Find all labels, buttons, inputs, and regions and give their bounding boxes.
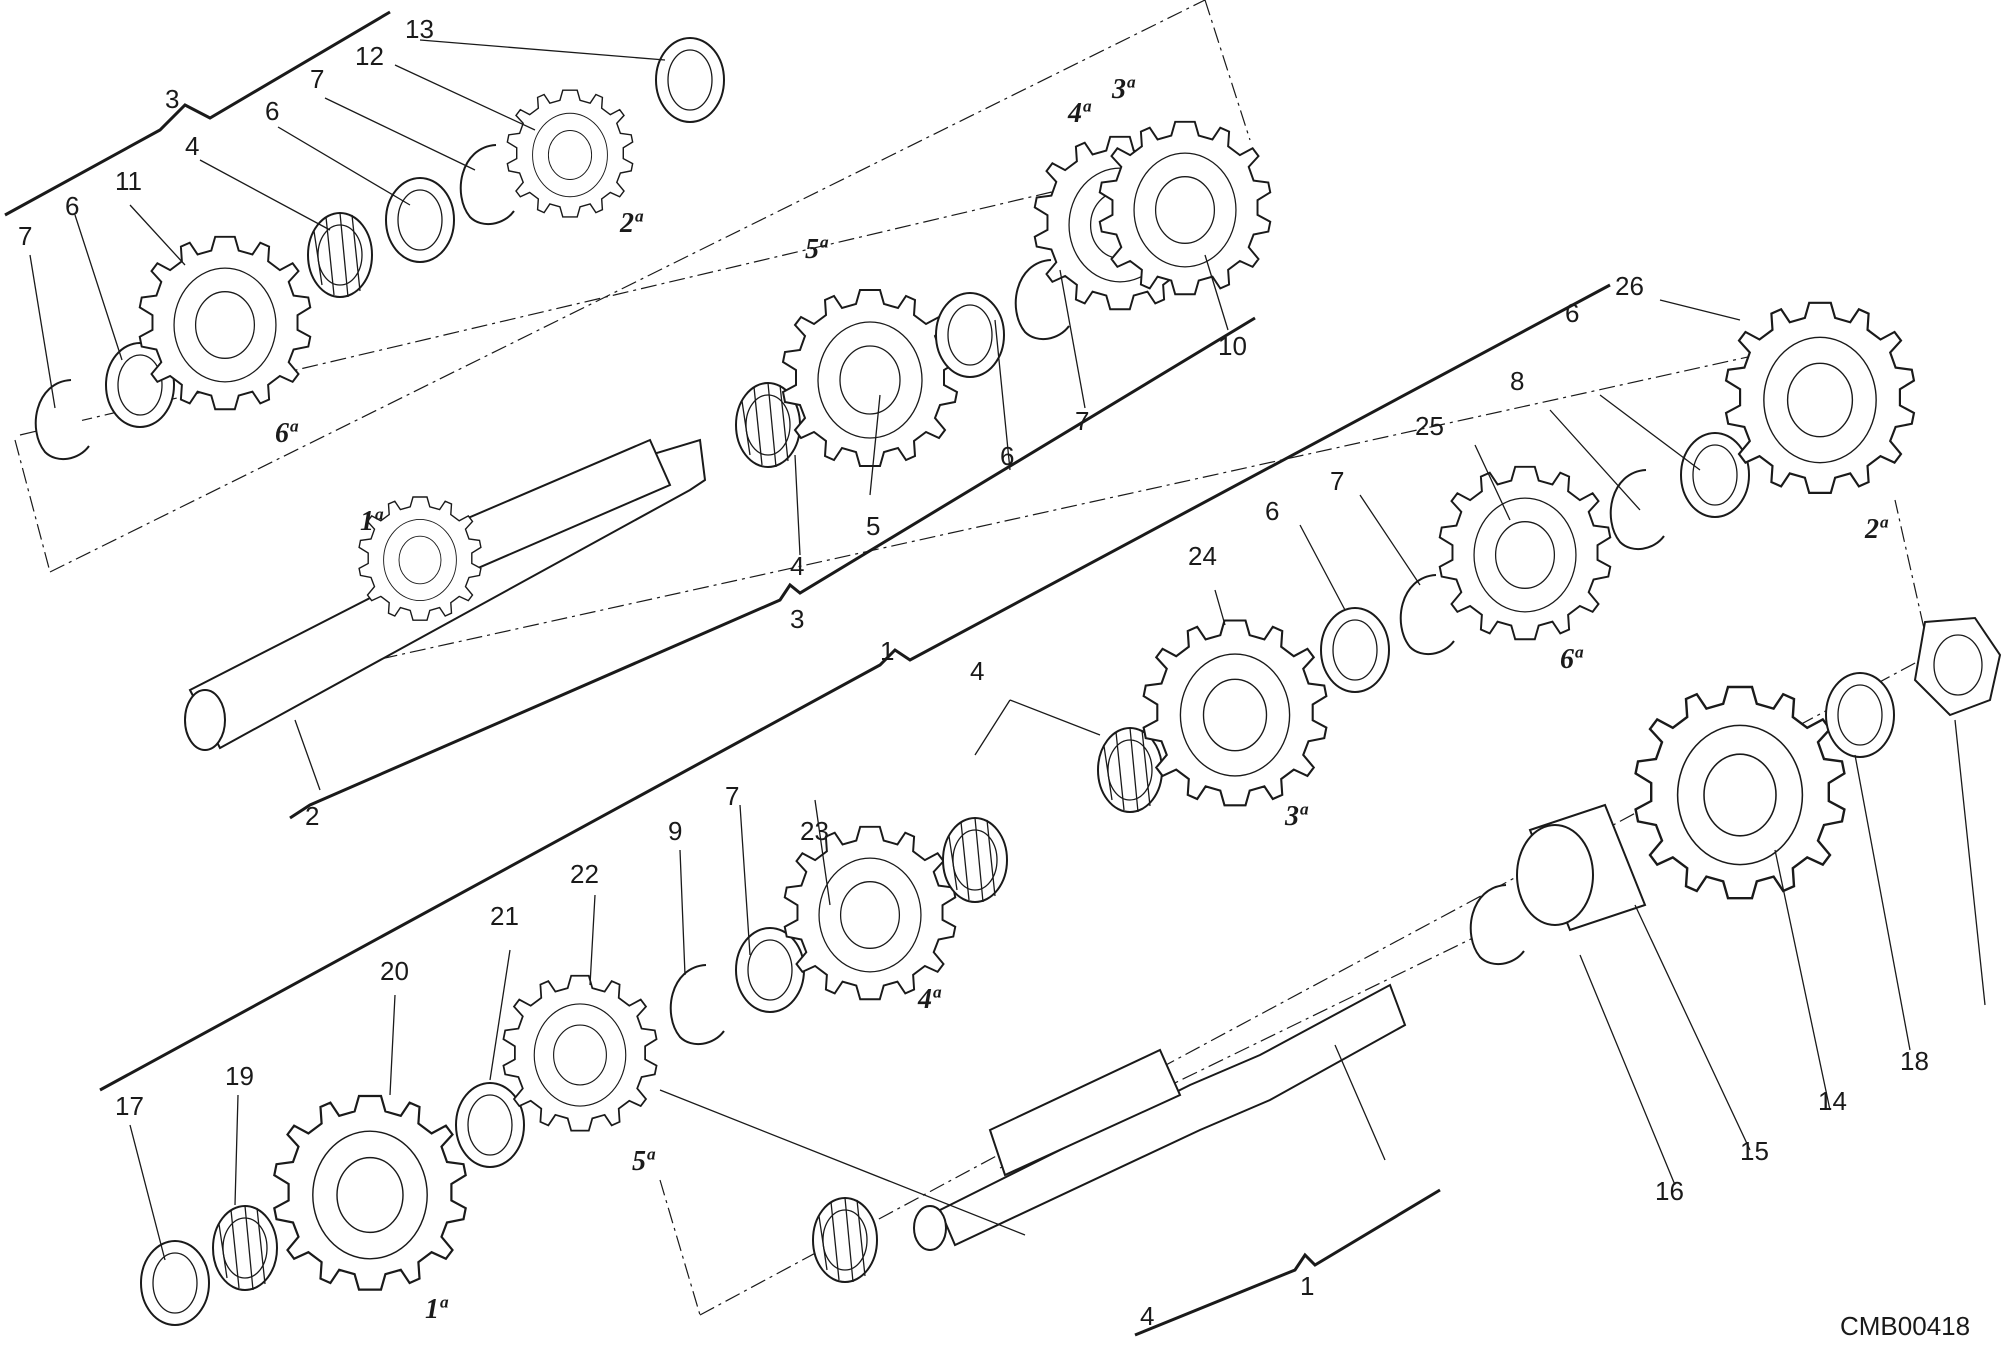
- callout-20: 22: [570, 859, 599, 889]
- callout-2: 2: [305, 801, 319, 831]
- callout-6-f: 7: [725, 781, 739, 811]
- callout-6-a: 6: [65, 191, 79, 221]
- callout-7-b: 7: [310, 64, 324, 94]
- gear-label-3-lower: 3ª: [1284, 801, 1309, 832]
- callout-19: 21: [490, 901, 519, 931]
- callout-labels: 1 1 2 3 3 4 4 4 4 5 6 6 6 6 6 7 7 7 7 7 …: [18, 14, 1929, 1331]
- callout-7-f: 9: [668, 816, 682, 846]
- gear-label-6-lower: 6ª: [1560, 644, 1584, 675]
- callout-18: 20: [380, 956, 409, 986]
- callout-24: 26: [1615, 271, 1644, 301]
- callout-4-b: 4: [790, 551, 804, 581]
- callout-17: 19: [225, 1061, 254, 1091]
- callout-16: 18: [1900, 1046, 1929, 1076]
- callout-4-c: 4: [970, 656, 984, 686]
- callout-7-c: 7: [1075, 406, 1089, 436]
- callout-1-lower: 1: [1300, 1271, 1314, 1301]
- gear-label-1-lower: 1ª: [425, 1294, 449, 1325]
- callout-12: 14: [1818, 1086, 1847, 1116]
- callout-6-d: 6: [1265, 496, 1279, 526]
- callout-3-upper: 3: [165, 84, 179, 114]
- callout-9: 11: [115, 166, 142, 196]
- callout-11: 13: [405, 14, 434, 44]
- upper-shaft-group-box: [4, 0, 1256, 820]
- callout-8: 10: [1218, 331, 1247, 361]
- callout-21: 23: [800, 816, 829, 846]
- input-shaft: [184, 438, 707, 751]
- gear-label-5-lower: 5ª: [632, 1146, 656, 1177]
- output-shaft: [913, 983, 1407, 1251]
- callout-7-e: 8: [1510, 366, 1524, 396]
- gear-labels: 1ª 2ª 3ª 4ª 5ª 6ª 1ª 2ª 3ª 4ª 5ª 6ª: [275, 74, 1889, 1325]
- hex-nut: [1913, 616, 2002, 717]
- callout-6-c: 6: [1000, 441, 1014, 471]
- callout-1-upper: 1: [880, 636, 894, 666]
- callout-3-mid: 3: [790, 604, 804, 634]
- callout-4-d: 4: [1140, 1301, 1154, 1331]
- leader-lines: [29, 39, 1986, 1261]
- callout-10: 12: [355, 41, 384, 71]
- gear-label-2-upper: 2ª: [619, 208, 644, 239]
- callout-5: 5: [866, 511, 880, 541]
- gear-label-4-lower: 4ª: [917, 984, 942, 1015]
- gear-label-5-upper: 5ª: [805, 234, 829, 265]
- callout-4-a: 4: [185, 131, 199, 161]
- gear-label-3-upper: 3ª: [1111, 74, 1136, 105]
- callout-7-d: 7: [1330, 466, 1344, 496]
- gear-label-6-upper: 6ª: [275, 418, 299, 449]
- callout-15: 17: [115, 1091, 144, 1121]
- gear-label-1-upper: 1ª: [360, 506, 384, 537]
- callout-22: 24: [1188, 541, 1217, 571]
- callout-14: 16: [1655, 1176, 1684, 1206]
- callout-6-e: 6: [1565, 298, 1579, 328]
- callout-6-b: 6: [265, 96, 279, 126]
- gear-label-4-upper: 4ª: [1067, 98, 1092, 129]
- spacer-bushing: [1516, 803, 1647, 932]
- gear-label-2-lower: 2ª: [1864, 514, 1889, 545]
- callout-7-a: 7: [18, 221, 32, 251]
- callout-23: 25: [1415, 411, 1444, 441]
- callout-13: 15: [1740, 1136, 1769, 1166]
- diagram-code: CMB00418: [1840, 1311, 1970, 1341]
